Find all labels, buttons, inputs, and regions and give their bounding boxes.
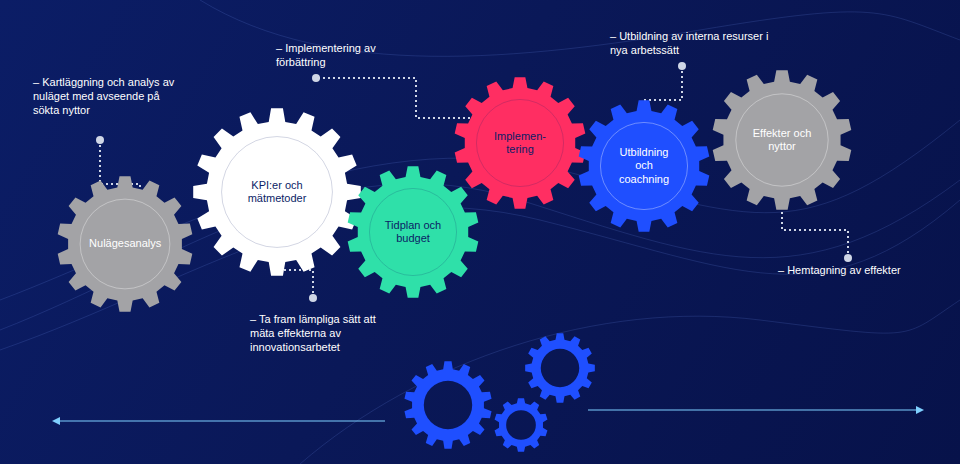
callout-text: – Utbildning av interna resurser i nya a… [610,30,770,58]
gear-node: Implemen- tering [454,77,586,209]
gear-node: Nulägesanalys [57,176,193,312]
small-gear [525,333,595,403]
gear-node: Utbildning och coachning [578,100,710,232]
gear-node: Tidplan och budget [347,166,479,298]
callout-text: – Ta fram lämpliga sätt att mäta effekte… [250,313,400,354]
gear-label: KPI:er och mätmetoder [233,179,322,205]
gear-label: Nulägesanalys [89,237,161,250]
callout-text: – Hemtagning av effekter [778,264,938,278]
gear-label: Implemen- tering [492,130,548,156]
gear-label: Effekter och nyttor [745,127,819,153]
callout-text: – Kartläggning och analys av nuläget med… [33,76,183,117]
gear-node: KPI:er och mätmetoder [193,108,361,276]
gear-label: Utbildning och coachning [609,146,679,186]
gear-node: Effekter och nyttor [712,70,852,210]
small-gear [404,361,491,449]
gear-label: Tidplan och budget [378,219,448,245]
small-gear [495,398,548,452]
callout-text: – Implementering av förbättring [276,42,416,70]
